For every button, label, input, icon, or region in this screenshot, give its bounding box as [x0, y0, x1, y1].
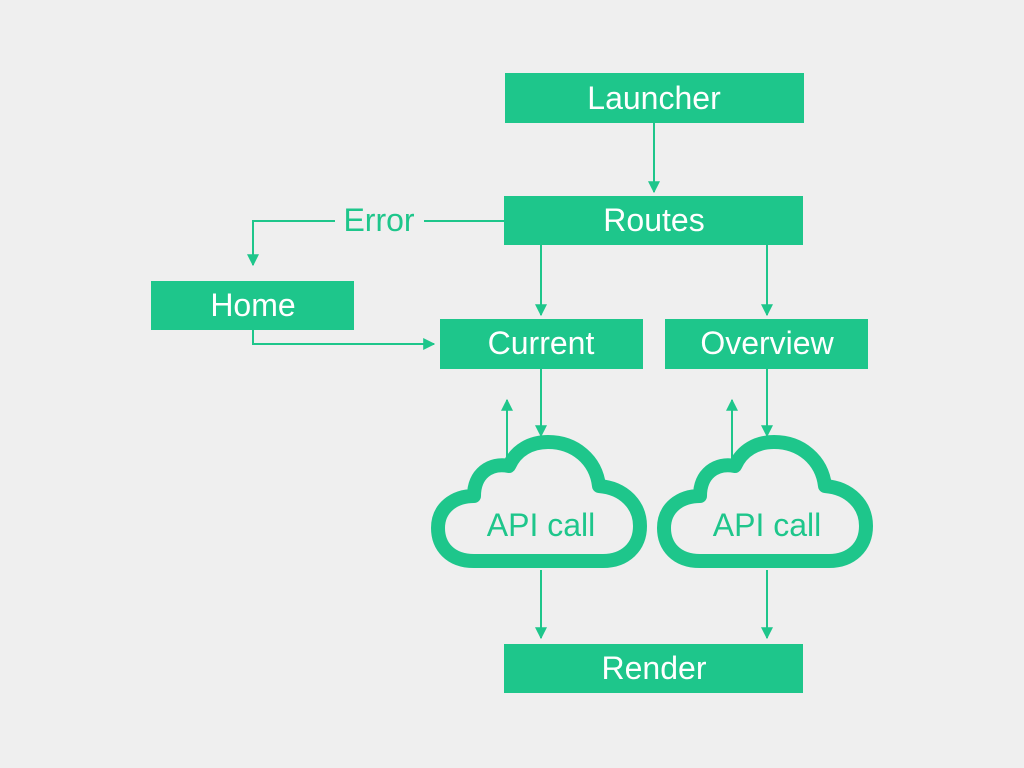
error-edge-label: Error	[343, 202, 414, 238]
node-overview: Overview	[665, 319, 868, 369]
node-launcher: Launcher	[505, 73, 804, 123]
node-api-call-overview: API call	[657, 435, 873, 568]
routes-label: Routes	[603, 202, 704, 238]
api-call-current-label: API call	[487, 507, 595, 543]
render-label: Render	[602, 650, 707, 686]
overview-label: Overview	[700, 325, 834, 361]
connectors	[247, 123, 773, 640]
cloud-icon	[657, 435, 873, 568]
node-api-call-current: API call	[431, 435, 647, 568]
home-label: Home	[210, 287, 295, 323]
node-routes: Routes	[504, 196, 803, 245]
node-current: Current	[440, 319, 643, 369]
current-label: Current	[488, 325, 595, 361]
launcher-label: Launcher	[587, 80, 721, 116]
edge-error-home	[247, 220, 335, 267]
node-home: Home	[151, 281, 354, 330]
cloud-icon	[431, 435, 647, 568]
node-render: Render	[504, 644, 803, 693]
edge-home-current	[252, 330, 436, 350]
api-call-overview-label: API call	[713, 507, 821, 543]
